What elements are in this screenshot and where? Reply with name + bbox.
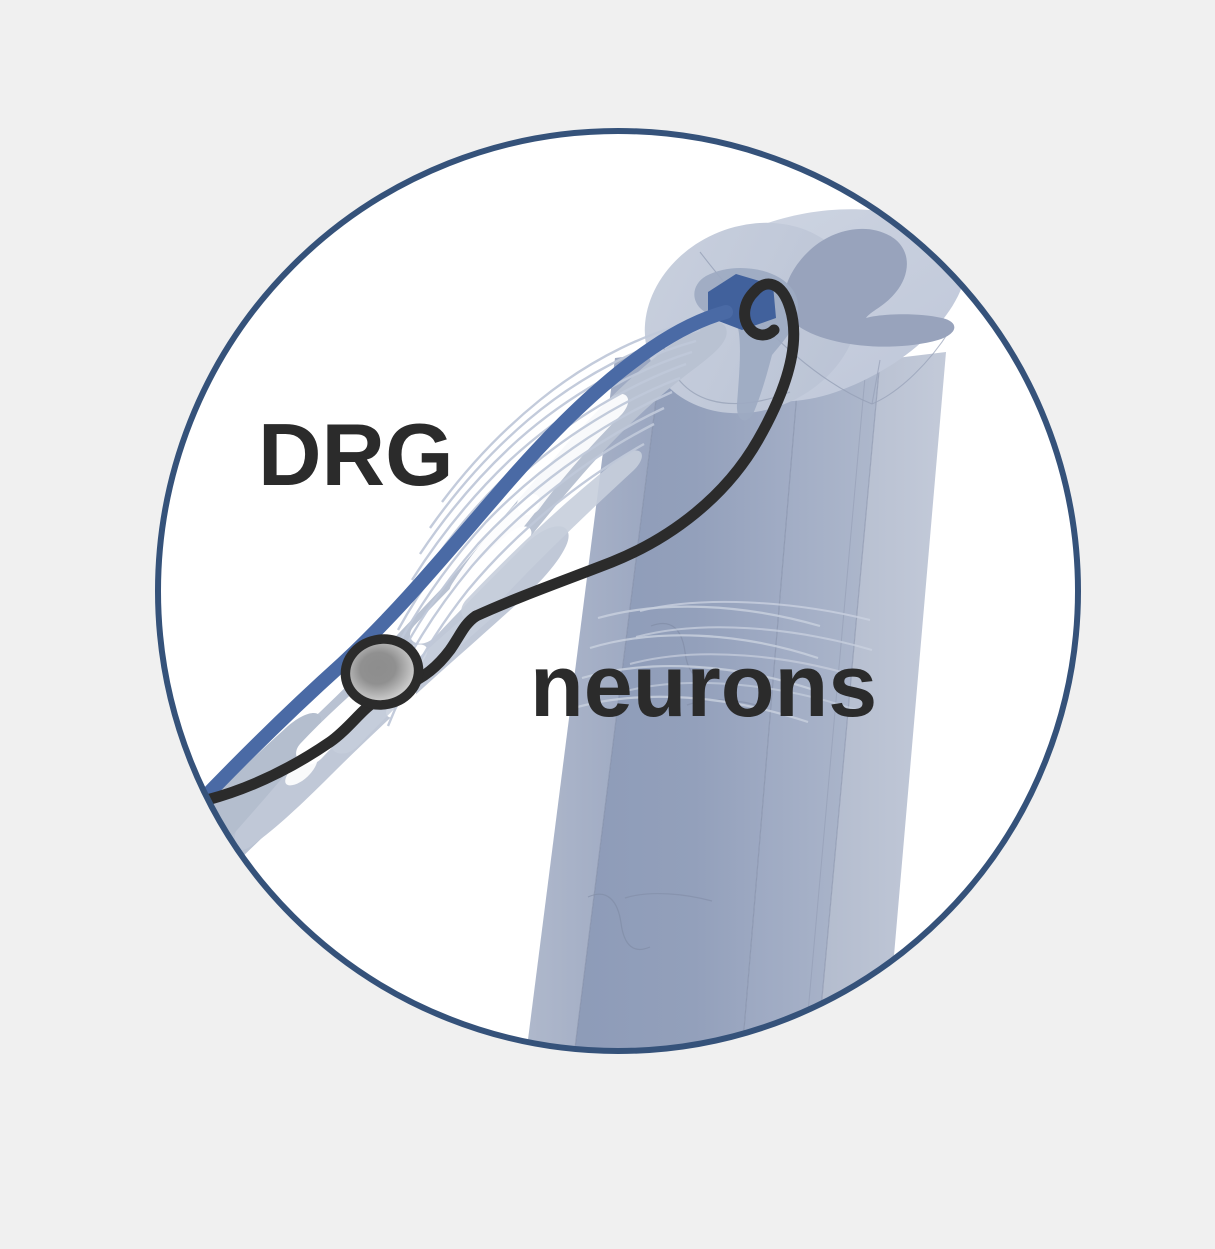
sheath-highlight-3 xyxy=(449,493,540,604)
cord-contour-1 xyxy=(650,622,717,680)
cord-contour-3 xyxy=(587,893,651,951)
cord-strand-2 xyxy=(589,634,819,660)
cord-band-right xyxy=(810,352,946,1051)
label-drg: DRG xyxy=(258,405,454,504)
sheath-highlight-6 xyxy=(285,754,318,786)
cut-face-seam-3 xyxy=(871,359,881,405)
soma-outline xyxy=(340,634,424,710)
cord-contour-2 xyxy=(686,699,767,709)
sheath-inner-shade-1 xyxy=(461,450,642,622)
spinal-cord xyxy=(519,351,946,1051)
circle-frame-border xyxy=(155,128,1081,1054)
cord-strand-1 xyxy=(597,605,821,628)
cord-band-left xyxy=(519,352,662,1051)
fiber-strand-1 xyxy=(441,318,705,503)
cord-seam-4 xyxy=(797,365,867,1051)
cord-seam-1 xyxy=(565,351,663,1051)
fiber-strand-4 xyxy=(410,350,693,581)
cord-contour-4 xyxy=(624,892,713,902)
cord-strand-4 xyxy=(573,695,809,724)
sheath-highlight-4 xyxy=(517,393,629,516)
label-neurons: neurons xyxy=(530,636,877,735)
nerve-fiber-strands-on-cord xyxy=(573,605,821,724)
cord-surface-fiber-4 xyxy=(621,682,863,713)
cord-band-center xyxy=(566,352,800,1051)
soma-fill xyxy=(350,643,414,701)
spinal-cord-cross-section xyxy=(644,209,965,421)
axon-terminal-hook xyxy=(739,286,780,341)
central-axon xyxy=(470,278,800,622)
blue-nerve-fiber xyxy=(161,305,733,843)
fiber-strand-8 xyxy=(386,406,665,681)
gray-matter-dorsal-horn xyxy=(784,228,955,347)
peripheral-axon xyxy=(201,692,386,806)
cord-band-right-mid xyxy=(735,356,880,1051)
fiber-strand-7 xyxy=(390,390,673,657)
cord-seam-2 xyxy=(734,355,801,1051)
cut-face-seam-2 xyxy=(871,329,951,405)
sensory-neuron-cell-body xyxy=(340,634,424,710)
cord-surface-fiber-3 xyxy=(629,653,869,681)
cord-strand-3 xyxy=(581,665,815,692)
cord-surface-fiber-2 xyxy=(635,626,873,651)
